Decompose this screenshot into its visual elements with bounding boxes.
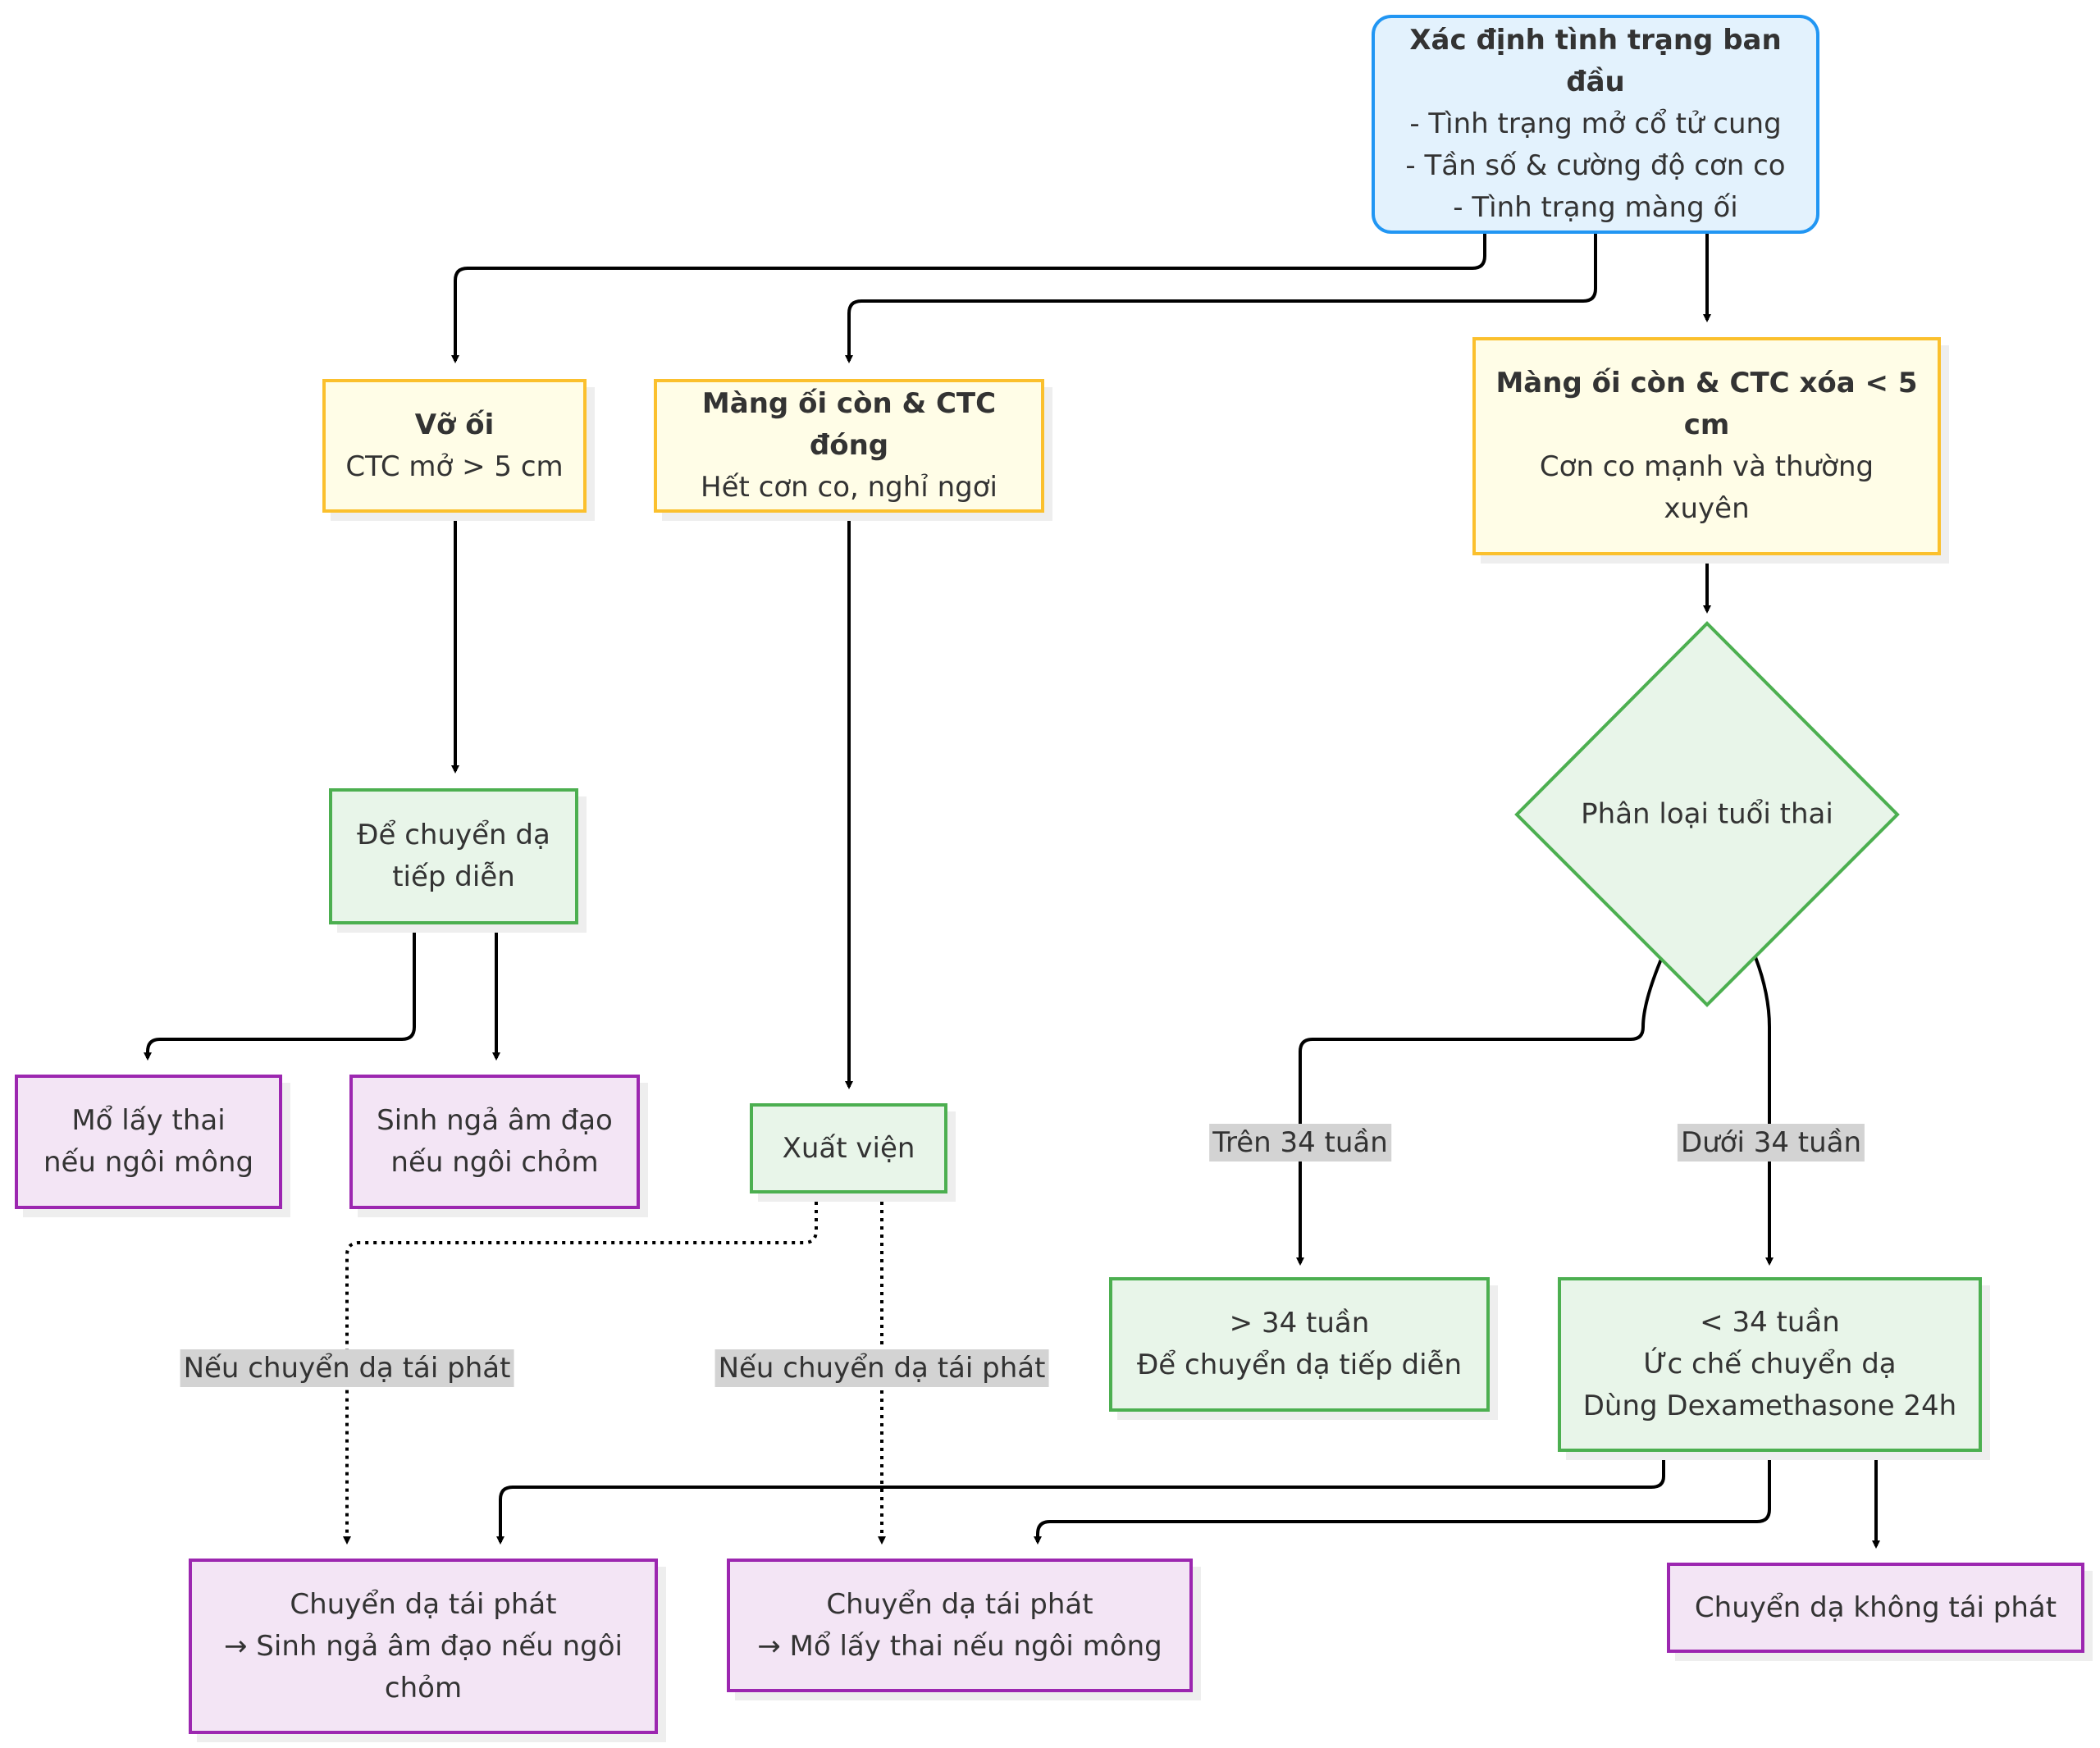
node-de-chuyen-da: Để chuyển dạ tiếp diễn (329, 788, 578, 924)
edge-label-neu-tai-phat-1: Nếu chuyển dạ tái phát (180, 1349, 514, 1387)
node-tren-34: > 34 tuần Để chuyển dạ tiếp diễn (1109, 1277, 1490, 1412)
node-mang-oi-dong-line: Hết cơn co, nghỉ ngơi (701, 471, 998, 504)
node-vo-oi-line: CTC mở > 5 cm (345, 450, 564, 483)
node-khong-tai-phat-line: Chuyển dạ không tái phát (1694, 1591, 2057, 1624)
node-start: Xác định tình trạng ban đầu - Tình trạng… (1372, 15, 1819, 234)
node-duoi-34-line: Ức chế chuyển dạ (1643, 1348, 1897, 1381)
edge-xuat-vien-tai-phat-1 (343, 1193, 818, 1545)
node-mo-lay-thai-line: Mổ lấy thai (71, 1104, 226, 1137)
node-mang-oi-dong-title: Màng ối còn & CTC đóng (701, 387, 997, 462)
node-tai-phat-1-line: → Sinh ngả âm đạo nếu ngôi (224, 1629, 623, 1663)
node-vo-oi-title: Vỡ ối (414, 408, 495, 441)
node-duoi-34: < 34 tuần Ức chế chuyển dạ Dùng Dexameth… (1558, 1277, 1982, 1452)
edge-start-vo-oi (451, 234, 1486, 363)
node-mo-lay-thai: Mổ lấy thai nếu ngôi mông (15, 1075, 282, 1209)
node-khong-tai-phat: Chuyển dạ không tái phát (1667, 1563, 2084, 1653)
edge-phan-loai-tren-34 (1296, 956, 1664, 1266)
node-phan-loai-label: Phân loại tuổi thai (1581, 797, 1833, 831)
edge-de-chuyen-da-mo-lay-thai (144, 924, 416, 1061)
node-mo-lay-thai-line: nếu ngôi mông (43, 1146, 254, 1179)
node-de-chuyen-da-line: tiếp diễn (392, 860, 515, 893)
decision-diamond (1514, 621, 1900, 1007)
node-mang-oi-dong: Màng ối còn & CTC đóng Hết cơn co, nghỉ … (654, 379, 1044, 513)
node-tai-phat-1-line: Chuyển dạ tái phát (290, 1587, 557, 1621)
node-start-title: Xác định tình trạng ban đầu (1409, 24, 1782, 98)
edge-duoi-34-tai-phat-2 (1034, 1452, 1771, 1545)
node-tai-phat-2: Chuyển dạ tái phát → Mổ lấy thai nếu ngô… (727, 1559, 1193, 1692)
node-tren-34-line: > 34 tuần (1229, 1307, 1370, 1340)
edge-start-mang-oi-dong (845, 234, 1597, 363)
node-mang-oi-xoa-title: Màng ối còn & CTC xóa < 5 (1495, 367, 1918, 399)
node-sinh-nga-line: nếu ngôi chỏm (390, 1146, 599, 1179)
node-tren-34-line: Để chuyển dạ tiếp diễn (1136, 1349, 1463, 1381)
node-sinh-nga-line: Sinh ngả âm đạo (377, 1104, 613, 1137)
edge-duoi-34-tai-phat-1 (496, 1452, 1665, 1545)
node-mang-oi-xoa: Màng ối còn & CTC xóa < 5 cm Cơn co mạnh… (1472, 337, 1941, 555)
node-xuat-vien-line: Xuất viện (782, 1131, 915, 1165)
node-tai-phat-1-line: chỏm (384, 1671, 463, 1705)
edge-label-neu-tai-phat-2: Nếu chuyển dạ tái phát (714, 1349, 1049, 1387)
node-vo-oi: Vỡ ối CTC mở > 5 cm (322, 379, 587, 513)
edge-label-duoi-34: Dưới 34 tuần (1677, 1124, 1865, 1162)
node-tai-phat-1: Chuyển dạ tái phát → Sinh ngả âm đạo nếu… (189, 1559, 658, 1734)
node-start-line: - Tần số & cường độ cơn co (1405, 149, 1786, 182)
edge-phan-loai-duoi-34 (1754, 956, 1774, 1266)
node-start-line: - Tình trạng mở cổ tử cung (1409, 107, 1782, 140)
edge-label-tren-34: Trên 34 tuần (1209, 1124, 1391, 1162)
node-sinh-nga: Sinh ngả âm đạo nếu ngôi chỏm (349, 1075, 640, 1209)
node-tai-phat-2-line: → Mổ lấy thai nếu ngôi mông (757, 1629, 1162, 1663)
node-de-chuyen-da-line: Để chuyển dạ (357, 819, 550, 851)
node-mang-oi-xoa-line: xuyên (1664, 492, 1750, 525)
node-xuat-vien: Xuất viện (750, 1103, 947, 1193)
node-start-line: - Tình trạng màng ối (1453, 191, 1738, 224)
node-mang-oi-xoa-line: Cơn co mạnh và thường (1539, 450, 1874, 483)
node-duoi-34-line: < 34 tuần (1700, 1306, 1840, 1339)
node-tai-phat-2-line: Chuyển dạ tái phát (826, 1587, 1093, 1621)
node-duoi-34-line: Dùng Dexamethasone 24h (1582, 1390, 1957, 1422)
node-mang-oi-xoa-title: cm (1683, 408, 1730, 441)
